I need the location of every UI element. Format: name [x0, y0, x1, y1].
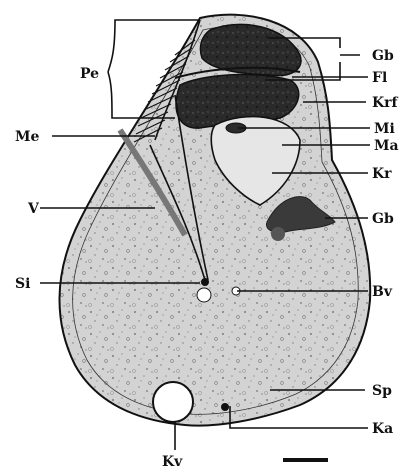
label-gb-top: Gb	[372, 48, 394, 64]
label-si: Si	[15, 276, 30, 292]
label-kr: Kr	[372, 166, 392, 182]
label-sp: Sp	[372, 383, 392, 399]
bv-vacuole-1	[197, 288, 211, 302]
label-kv: Kv	[162, 454, 183, 470]
label-fl: Fl	[372, 70, 387, 86]
label-ka: Ka	[372, 421, 393, 437]
label-mi: Mi	[374, 121, 395, 137]
label-bv: Bv	[372, 284, 393, 300]
label-v: V	[27, 201, 40, 217]
label-pe: Pe	[80, 66, 99, 82]
label-krf: Krf	[372, 95, 399, 111]
contractile-vacuole	[153, 382, 193, 422]
gb-mid-spot	[271, 227, 285, 241]
si-spot	[201, 278, 209, 286]
label-gb-mid: Gb	[372, 211, 394, 227]
label-me: Me	[15, 129, 39, 145]
ka-pore	[221, 403, 229, 411]
label-ma: Ma	[374, 138, 399, 154]
